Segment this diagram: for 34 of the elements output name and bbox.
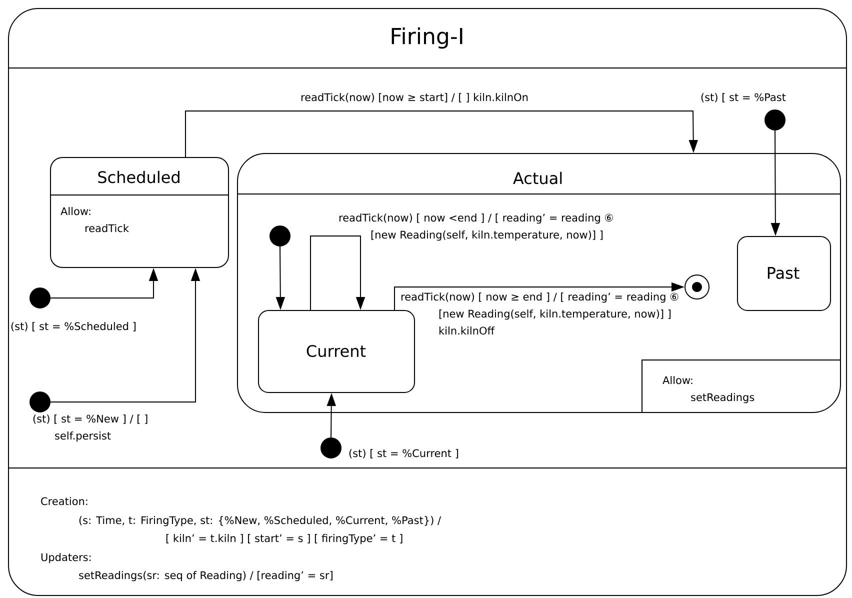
state-box: [737, 236, 831, 311]
state-name: Firing-I: [392, 27, 462, 49]
state-name: Scheduled: [98, 170, 180, 184]
initial-state-dot: [270, 226, 290, 246]
edge-label: readTick(now) [ now ≥ end ] / [ reading’ = reading ⑥ [new Reading(self, kiln.temperature, now)] ] kiln.kilnOff: [401, 292, 678, 335]
initial-state-dot: [30, 392, 50, 412]
initial-state-dot: [30, 288, 50, 308]
compartment-text: Allow:: [60, 207, 90, 216]
compartment-text: setReadings(sr: seq of Reading) / [reading’ = sr]: [79, 571, 332, 582]
edge-label: (st) [ st = %Scheduled ]: [11, 322, 136, 332]
state-name: Past: [768, 267, 800, 279]
edge-label: (st) [ st = %Past: [701, 93, 786, 102]
composite-state-box: [50, 157, 229, 268]
compartment-text: [ kiln’ = t.kiln ] [ start’ = s ] [ firingType’ = t ]: [166, 534, 402, 544]
state-box: [258, 310, 415, 393]
initial-state-dot: [320, 438, 342, 458]
compartment-text: Updaters:: [41, 553, 91, 564]
class-state-frame: [8, 8, 847, 596]
edge-label: readTick(now) [now ≥ start] / [ ] kiln.kilnOn: [301, 93, 528, 102]
compartment-text: setReadings: [691, 393, 754, 404]
compartment-text: readTick: [85, 224, 129, 232]
compartment-text: Creation:: [41, 497, 88, 506]
composite-state-box: [236, 153, 841, 413]
transition-arrow: [310, 236, 366, 310]
edge-label: (st) [ st = %New ] / [ ] self.persist: [33, 414, 148, 442]
final-state-symbol: [684, 274, 710, 300]
edge-label: (st) [ st = %Current ]: [349, 449, 458, 458]
compartment-text: Allow:: [662, 376, 692, 384]
compartment-text: (s: Time, t: FiringType, st: {%New, %Scheduled, %Current, %Past}) /: [79, 516, 442, 526]
edge-label: readTick(now) [ now <end ] / [ reading’ = reading ⑥ [new Reading(self, kiln.temperature, now)] ]: [339, 214, 613, 241]
transition-arrow: [185, 110, 698, 158]
initial-state-dot: [764, 110, 786, 130]
state-name: Actual: [513, 172, 562, 184]
state-name: Current: [306, 344, 366, 358]
